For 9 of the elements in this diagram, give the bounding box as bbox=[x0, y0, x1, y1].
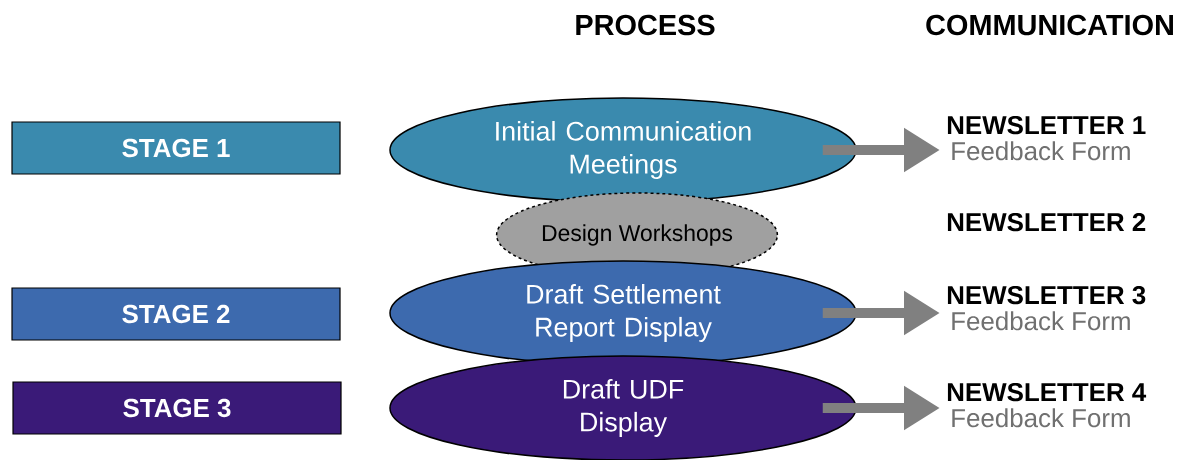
column-heading: COMMUNICATION bbox=[926, 14, 1173, 36]
newsletter-text: NEWSLETTER 1 Feedback Form bbox=[947, 115, 1146, 161]
newsletter-text: NEWSLETTER 2 bbox=[947, 212, 1146, 232]
newsletter-text: NEWSLETTER 3 Feedback Form bbox=[947, 285, 1146, 331]
stage-box: STAGE 2 bbox=[11, 287, 341, 341]
stage-box: STAGE 1 bbox=[11, 121, 341, 175]
newsletter-text: NEWSLETTER 4 Feedback Form bbox=[947, 382, 1147, 428]
stage-box: STAGE 3 bbox=[12, 381, 342, 435]
column-heading: PROCESS bbox=[576, 14, 715, 36]
